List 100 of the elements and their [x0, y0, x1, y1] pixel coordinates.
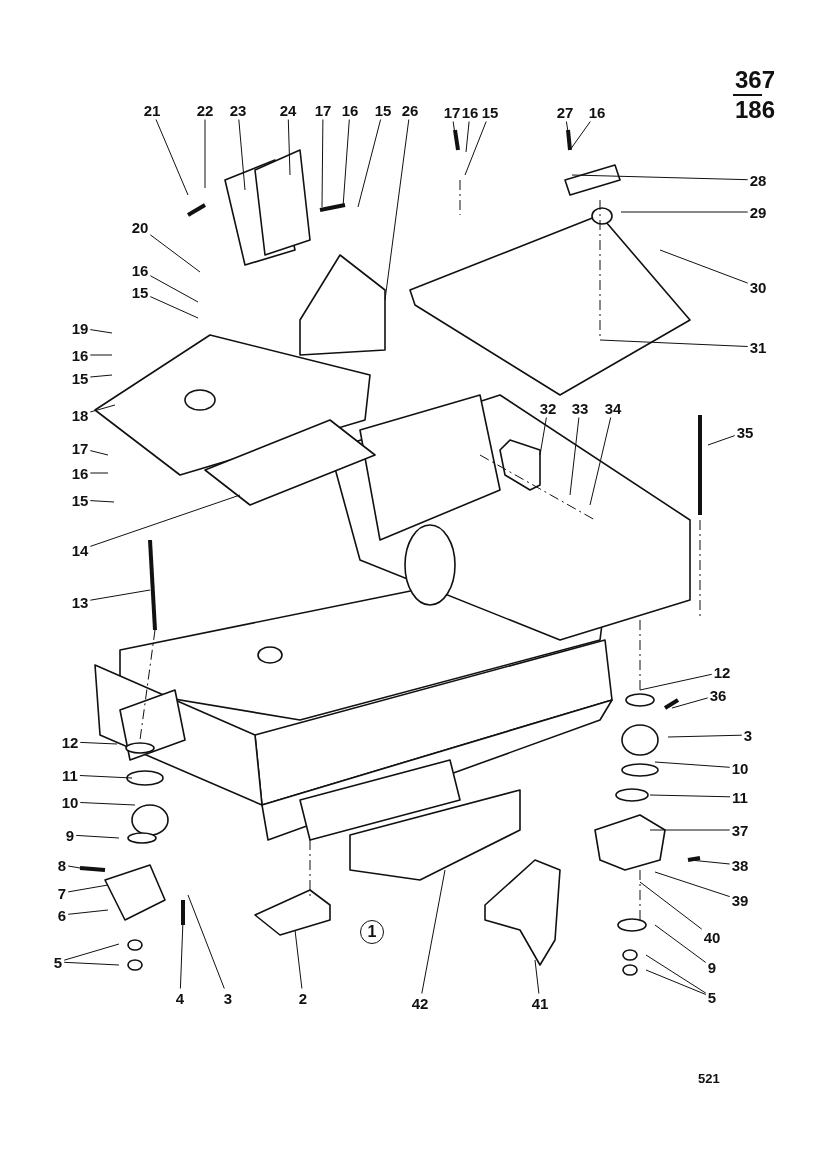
leader-line [569, 121, 591, 151]
callout-number: 30 [748, 278, 768, 296]
callout-number: 13 [70, 593, 90, 611]
leader-line [89, 472, 109, 474]
leader-line [89, 500, 115, 503]
leader-line [67, 865, 81, 869]
leader-line [357, 119, 382, 208]
callout-number: 28 [748, 171, 768, 189]
callout-number: 9 [64, 826, 76, 844]
leader-line [649, 829, 731, 831]
callout-number: 16 [460, 103, 480, 121]
leader-line [89, 329, 113, 334]
callout-number: 38 [730, 856, 750, 874]
callout-number: 10 [730, 759, 750, 777]
leader-line [654, 871, 731, 898]
leader-line [689, 859, 731, 865]
callout-number: 8 [56, 856, 68, 874]
callout-number: 12 [60, 733, 80, 751]
page-number: 186 [735, 98, 776, 122]
callout-number: 6 [56, 906, 68, 924]
leader-line [565, 121, 569, 133]
leader-line [571, 174, 749, 181]
leader-line [294, 929, 303, 989]
callout-number: 35 [735, 423, 755, 441]
leader-line [79, 775, 133, 779]
leader-line [179, 919, 184, 989]
leader-line [67, 909, 109, 915]
callout-number: 19 [70, 319, 90, 337]
leader-line [89, 589, 151, 601]
callout-number: 2 [297, 989, 309, 1007]
callout-number: 3 [742, 726, 754, 744]
leader-line [707, 435, 736, 446]
leader-line [67, 884, 109, 893]
leader-line [79, 802, 136, 806]
leader-line [384, 119, 410, 301]
callout-number: 9 [706, 958, 718, 976]
callout-number: 34 [603, 399, 623, 417]
leader-line [149, 275, 199, 303]
page-number: 367 [735, 68, 776, 92]
leader-line [89, 404, 116, 413]
callout-number: 41 [530, 994, 550, 1012]
leader-line [238, 119, 246, 191]
callout-number: 40 [702, 928, 722, 946]
leader-line [149, 296, 199, 319]
leader-line [654, 924, 707, 963]
callout-number: 24 [278, 101, 298, 119]
leader-line [649, 794, 731, 798]
callout-number: 15 [130, 283, 150, 301]
callout-number: 14 [70, 541, 90, 559]
callout-number: 31 [748, 338, 768, 356]
leader-line [569, 417, 580, 496]
leader-line [89, 354, 113, 356]
callout-number: 18 [70, 406, 90, 424]
leader-line [599, 339, 749, 347]
leader-line [89, 494, 241, 547]
callout-number: 29 [748, 203, 768, 221]
leader-line [667, 734, 743, 738]
leader-line [79, 741, 118, 745]
callout-number: 15 [373, 101, 393, 119]
leader-line [465, 121, 470, 153]
callout-number: 21 [142, 101, 162, 119]
leader-line [639, 673, 713, 691]
leader-line [149, 234, 201, 273]
callout-number: 37 [730, 821, 750, 839]
leader-line [645, 954, 707, 994]
callout-number: 5 [52, 953, 64, 971]
callout-number: 27 [555, 103, 575, 121]
leader-line [63, 961, 120, 966]
callout-number: 39 [730, 891, 750, 909]
callout-number: 11 [61, 766, 79, 784]
leader-line [89, 374, 113, 378]
callout-number: 5 [706, 988, 718, 1006]
callout-number: 11 [731, 788, 749, 806]
callout-number: 3 [222, 989, 234, 1007]
leader-line [89, 450, 109, 456]
leader-line [155, 119, 189, 196]
callout-number: 17 [313, 101, 333, 119]
callout-number: 15 [70, 491, 90, 509]
callout-number: 16 [130, 261, 150, 279]
callout-number: 16 [70, 346, 90, 364]
leader-line [421, 869, 446, 994]
leader-line [187, 894, 225, 989]
callout-number: 20 [130, 218, 150, 236]
callout-number: 32 [538, 399, 558, 417]
leader-line [464, 121, 487, 176]
leader-line [287, 119, 291, 176]
leader-line [639, 881, 703, 930]
leader-line [452, 121, 456, 136]
callout-number: 17 [70, 439, 90, 457]
callout-number: 7 [56, 884, 68, 902]
callout-number: 22 [195, 101, 215, 119]
callout-number: 26 [400, 101, 420, 119]
callout-number: 12 [712, 663, 732, 681]
callout-number: 4 [174, 989, 186, 1007]
callout-number: 23 [228, 101, 248, 119]
callout-number: 33 [570, 399, 590, 417]
callout-number: 42 [410, 994, 430, 1012]
callout-number: 17 [442, 103, 462, 121]
leader-line [63, 943, 120, 961]
callout-number: 16 [587, 103, 607, 121]
